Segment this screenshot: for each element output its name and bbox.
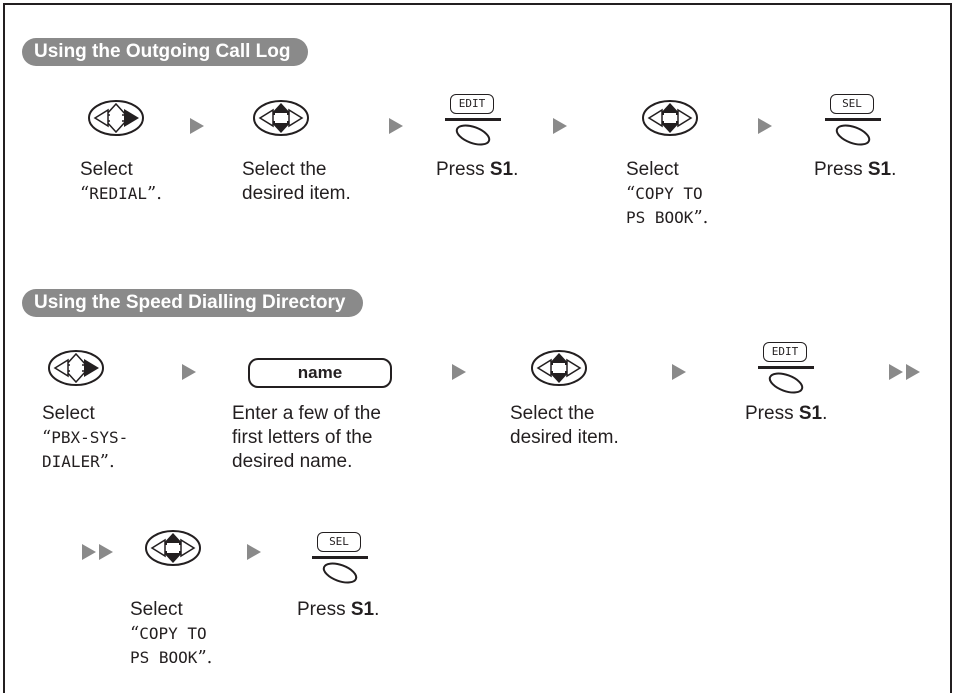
section-heading-speed-dialling-directory: Using the Speed Dialling Directory: [22, 289, 364, 317]
soft-key-edit-icon: EDIT: [758, 342, 814, 400]
step-instruction: Select “PBX-SYS- DIALER”.: [42, 403, 129, 472]
continue-arrow-icon: [889, 364, 923, 380]
step-instruction: Press S1.: [814, 159, 897, 180]
navigator-key-updown-icon: [529, 348, 589, 388]
s1-button-icon: [453, 124, 493, 146]
navigator-key-updown-icon: [640, 98, 700, 138]
next-step-arrow-icon: [758, 118, 772, 134]
step-instruction: Enter a few of the first letters of the …: [232, 403, 381, 472]
next-step-arrow-icon: [672, 364, 686, 380]
next-step-arrow-icon: [553, 118, 567, 134]
step-instruction: Select the desired item.: [510, 403, 619, 448]
step-instruction: Select “COPY TO PS BOOK”.: [626, 159, 709, 228]
next-step-arrow-icon: [247, 544, 261, 560]
step-instruction: Select the desired item.: [242, 159, 351, 204]
soft-key-sel-icon: SEL: [312, 532, 368, 590]
soft-key-edit-icon: EDIT: [445, 94, 501, 152]
step-instruction: Select “COPY TO PS BOOK”.: [130, 599, 213, 668]
soft-key-sel-icon: SEL: [825, 94, 881, 152]
step-instruction: Press S1.: [297, 599, 380, 620]
next-step-arrow-icon: [190, 118, 204, 134]
navigator-key-updown-icon: [251, 98, 311, 138]
s1-button-icon: [833, 124, 873, 146]
soft-key-label: SEL: [830, 94, 874, 114]
step-instruction: Select “REDIAL”.: [80, 159, 162, 204]
next-step-arrow-icon: [389, 118, 403, 134]
continue-arrow-icon: [82, 544, 116, 560]
soft-key-label: EDIT: [450, 94, 494, 114]
s1-button-icon: [320, 562, 360, 584]
navigator-key-updown-icon: [143, 528, 203, 568]
s1-button-icon: [766, 372, 806, 394]
section-title: Using the Speed Dialling Directory: [34, 292, 346, 313]
navigator-key-right-icon: [46, 348, 106, 388]
navigator-key-icon: [86, 98, 146, 138]
instruction-frame: [3, 3, 952, 693]
next-step-arrow-icon: [452, 364, 466, 380]
step-instruction: Press S1.: [745, 403, 828, 424]
next-step-arrow-icon: [182, 364, 196, 380]
soft-key-label: SEL: [317, 532, 361, 552]
section-heading-outgoing-call-log: Using the Outgoing Call Log: [22, 38, 309, 66]
step-instruction: Press S1.: [436, 159, 519, 180]
name-entry-field: name: [248, 358, 392, 388]
soft-key-label: EDIT: [763, 342, 807, 362]
section-title: Using the Outgoing Call Log: [34, 41, 291, 62]
